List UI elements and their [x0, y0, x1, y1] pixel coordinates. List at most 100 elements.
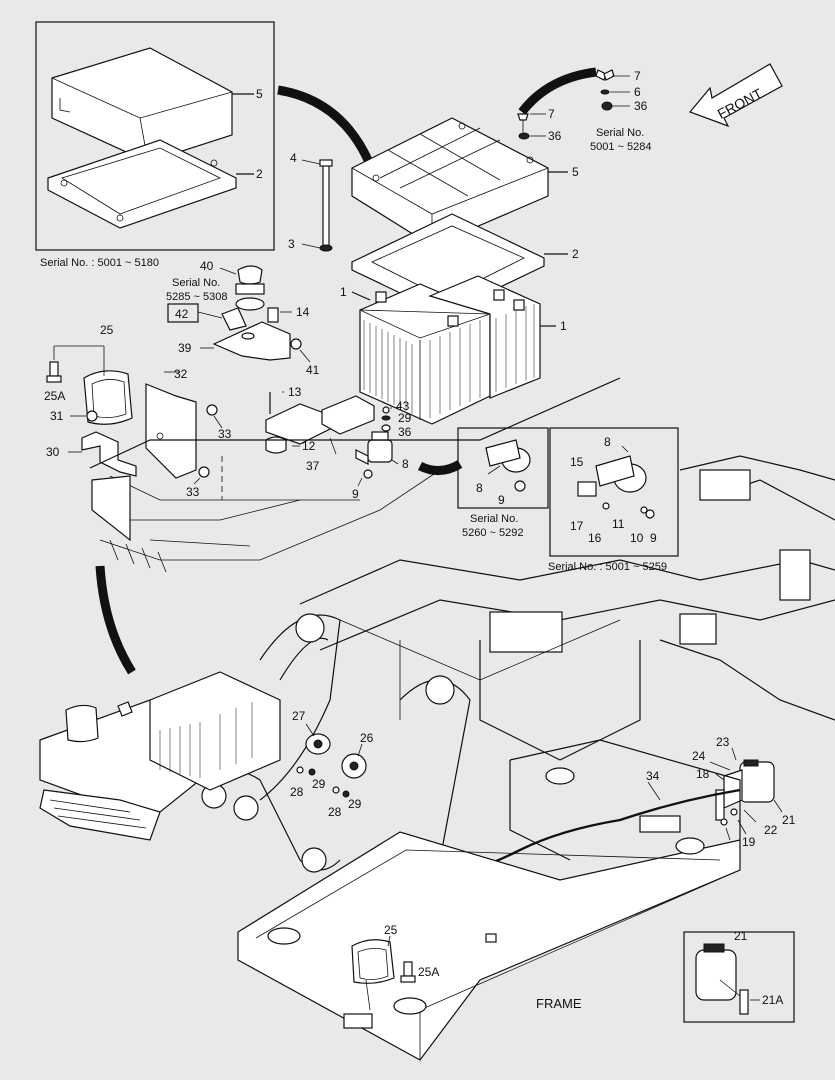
label-plate	[221, 307, 247, 331]
callout-22: 22	[764, 823, 778, 837]
callout-27: 27	[292, 709, 306, 723]
callout-21a: 21	[782, 813, 796, 827]
fuse-holder	[267, 307, 292, 323]
callout-4: 4	[290, 151, 297, 165]
battery-deck	[89, 377, 621, 573]
callout-11: 11	[612, 517, 625, 531]
callout-2b: 2	[572, 247, 579, 261]
arrow-wingnut-inset	[518, 67, 597, 115]
callout-28a: 28	[290, 785, 304, 799]
callout-8b: 8	[476, 481, 483, 495]
callout-41: 41	[306, 363, 320, 377]
lower-battery-view	[39, 671, 281, 841]
work-lamp-lower	[351, 935, 416, 1011]
callout-10: 10	[630, 531, 644, 545]
callout-1a: 1	[340, 285, 347, 299]
battery-relay	[355, 406, 399, 487]
callout-7b: 7	[548, 107, 555, 121]
callout-34: 34	[646, 769, 660, 783]
caption-wingnut-serial-2: 5001 ~ 5284	[590, 141, 651, 153]
callout-16: 16	[588, 531, 602, 545]
callout-25A: 25A	[44, 389, 65, 403]
callout-9c: 9	[650, 531, 657, 545]
cover-wingnut	[517, 113, 546, 140]
callout-42-box	[167, 303, 199, 323]
callout-33a: 33	[218, 427, 232, 441]
callout-14: 14	[296, 305, 310, 319]
callout-29c: 29	[348, 797, 362, 811]
caption-cover-serial: Serial No. : 5001 ~ 5180	[40, 257, 159, 269]
callout-5b: 5	[572, 165, 579, 179]
battery-cover	[351, 117, 568, 247]
callout-29b: 29	[312, 777, 326, 791]
callout-9a: 9	[352, 487, 359, 501]
callout-19: 19	[742, 835, 756, 849]
callout-30: 30	[46, 445, 60, 459]
caption-relay-mid-serial-1: Serial No.	[470, 513, 518, 525]
caption-switch-serial-1: Serial No.	[172, 277, 220, 289]
callout-2a: 2	[256, 167, 263, 181]
callout-5a: 5	[256, 87, 263, 101]
callout-40: 40	[200, 259, 214, 273]
caption-relay-mid-serial-2: 5260 ~ 5292	[462, 527, 523, 539]
inset-battery-cover	[35, 21, 275, 251]
nut-33b	[198, 466, 210, 478]
callout-36c: 36	[398, 425, 412, 439]
arrow-cover-inset	[277, 85, 373, 162]
wingnut-group	[595, 69, 630, 111]
callout-28b: 28	[328, 805, 342, 819]
callout-21A: 21A	[762, 993, 783, 1007]
callout-12: 12	[302, 439, 316, 453]
callout-6: 6	[634, 85, 641, 99]
callout-21b: 21	[734, 929, 748, 943]
lamp-bracket-left	[68, 410, 137, 477]
callout-26: 26	[360, 731, 374, 745]
nut-33a	[206, 404, 218, 416]
callout-8c: 8	[604, 435, 611, 449]
arrow-relay-inset	[417, 460, 463, 475]
mounting-plate	[145, 371, 197, 479]
callout-23: 23	[716, 735, 730, 749]
work-lamp-left	[46, 345, 133, 425]
caption-wingnut-serial-1: Serial No.	[596, 127, 644, 139]
battery-switch	[219, 265, 265, 311]
callout-8a: 8	[402, 457, 409, 471]
caption-switch-serial-2: 5285 ~ 5308	[166, 291, 227, 303]
callout-24: 24	[692, 749, 706, 763]
lower-frame	[237, 739, 741, 1061]
callout-15: 15	[570, 455, 584, 469]
nut-41	[290, 338, 302, 350]
inset-relay-mid	[457, 427, 549, 509]
inset-relay-right	[549, 427, 679, 557]
upper-frame	[299, 455, 835, 761]
callout-39: 39	[178, 341, 192, 355]
horns	[296, 723, 367, 798]
callout-9b: 9	[498, 493, 505, 507]
callout-42: 42	[175, 307, 189, 321]
callout-25b: 25	[384, 923, 398, 937]
callout-43: 43	[396, 399, 410, 413]
callout-25Ab: 25A	[418, 965, 439, 979]
callout-33b: 33	[186, 485, 200, 499]
callout-1b: 1	[560, 319, 567, 333]
callout-3: 3	[288, 237, 295, 251]
callout-25: 25	[100, 323, 114, 337]
arrow-deck-to-lower	[95, 565, 136, 675]
callout-32: 32	[174, 367, 188, 381]
callout-7a: 7	[634, 69, 641, 83]
callout-36a: 36	[634, 99, 648, 113]
relay-bracket	[265, 391, 375, 455]
hold-down-rod	[301, 159, 333, 252]
callout-17: 17	[570, 519, 584, 533]
front-arrow: FRONT	[688, 63, 783, 128]
callout-13: 13	[288, 385, 302, 399]
batteries	[351, 275, 556, 425]
callout-31: 31	[50, 409, 64, 423]
callout-36b: 36	[548, 129, 562, 143]
callout-37: 37	[306, 459, 320, 473]
frame-label: FRAME	[536, 996, 582, 1011]
switch-bracket	[200, 321, 291, 361]
callout-29a: 29	[398, 411, 412, 425]
inset-washer-tank	[683, 931, 795, 1023]
